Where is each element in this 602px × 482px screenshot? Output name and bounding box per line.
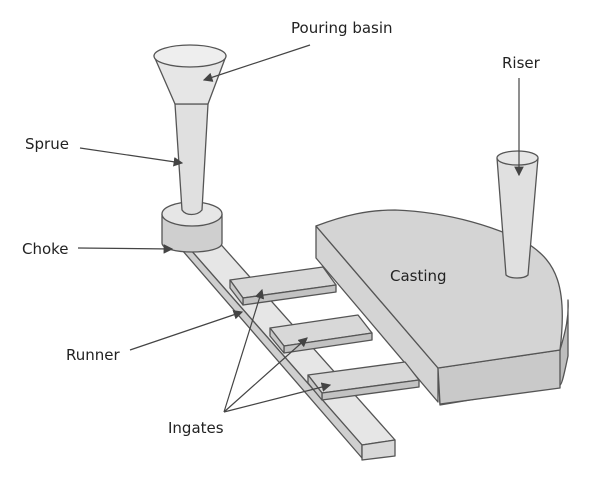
label-runner: Runner xyxy=(66,346,120,364)
leader-ingate-1 xyxy=(223,288,265,413)
label-riser: Riser xyxy=(502,54,541,72)
riser xyxy=(496,150,539,279)
leader-pouring-basin xyxy=(202,44,311,82)
label-pouring-basin: Pouring basin xyxy=(291,19,393,37)
ingate-2 xyxy=(269,314,373,354)
leader-lines xyxy=(77,44,524,413)
label-casting: Casting xyxy=(390,267,447,285)
ingate-3 xyxy=(307,361,420,401)
label-ingates: Ingates xyxy=(168,419,224,437)
leader-ingate-3 xyxy=(223,382,332,413)
label-choke: Choke xyxy=(22,240,69,258)
sprue-and-pouring-basin xyxy=(153,44,227,216)
label-sprue: Sprue xyxy=(25,135,69,153)
casting-block xyxy=(315,209,569,406)
leader-sprue xyxy=(79,147,184,167)
leader-runner xyxy=(129,310,244,351)
leader-ingate-2 xyxy=(223,337,308,413)
choke xyxy=(161,201,223,253)
leader-choke xyxy=(77,244,174,254)
